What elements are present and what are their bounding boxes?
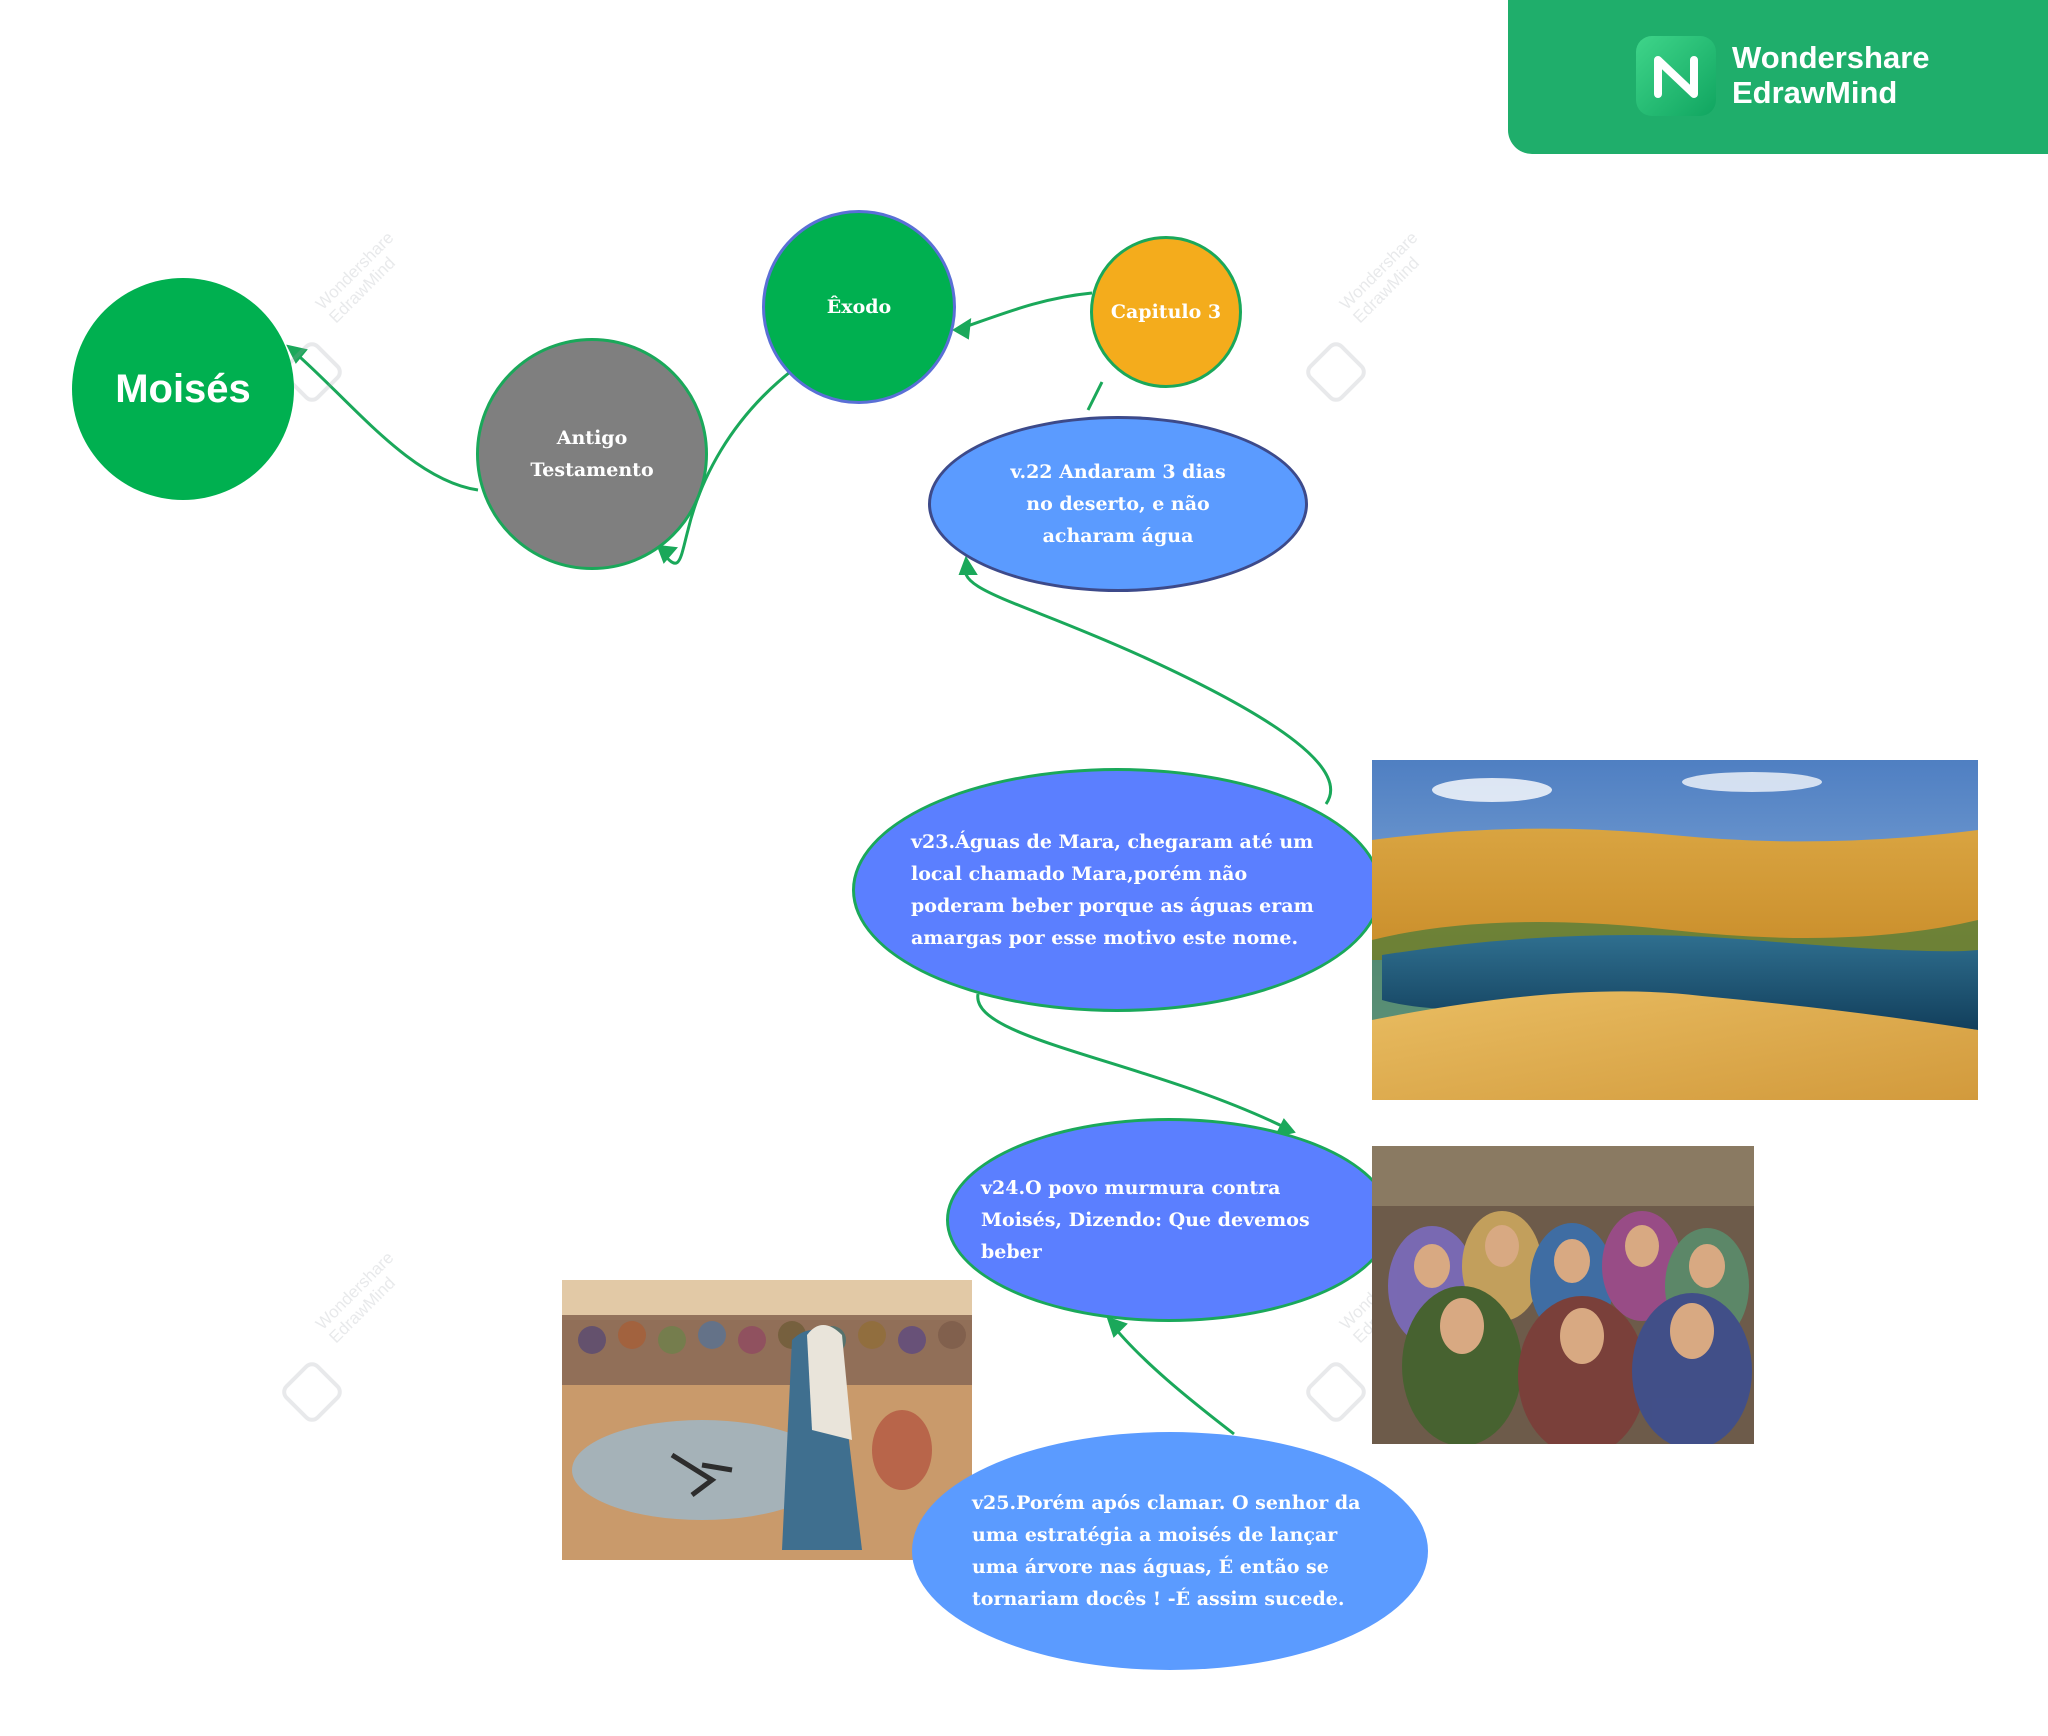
connector-capitulo-to-v22 — [1088, 382, 1102, 410]
node-v25[interactable]: v25.Porém após clamar. O senhor da uma e… — [912, 1432, 1428, 1670]
node-moises[interactable]: Moisés — [72, 278, 294, 500]
node-exodo[interactable]: Êxodo — [762, 210, 956, 404]
arrowhead-antigo — [658, 546, 676, 562]
node-moises-label: Moisés — [115, 367, 251, 412]
node-antigo-testamento[interactable]: Antigo Testamento — [476, 338, 708, 570]
edrawmind-brand-badge: Wondershare EdrawMind — [1508, 0, 2048, 154]
node-v25-label: v25.Porém após clamar. O senhor da uma e… — [972, 1487, 1368, 1615]
connector-capitulo-to-exodo — [956, 293, 1092, 330]
desert-oasis-photo — [1372, 760, 1978, 1100]
connector-v23-to-v22 — [965, 562, 1330, 804]
arrowhead-exodo — [954, 320, 970, 338]
node-v23[interactable]: v23.Águas de Mara, chegaram até um local… — [852, 768, 1382, 1012]
node-exodo-label: Êxodo — [827, 296, 891, 318]
node-antigo-testamento-label: Antigo Testamento — [519, 422, 665, 486]
node-capitulo-label: Capitulo 3 — [1111, 301, 1221, 323]
node-v24-label: v24.O povo murmura contra Moisés, Dizend… — [981, 1172, 1337, 1268]
node-v22-label: v.22 Andaram 3 dias no deserto, e não ac… — [1001, 456, 1235, 552]
brand-name: Wondershare EdrawMind — [1732, 40, 1930, 110]
moses-waters-painting — [562, 1280, 972, 1560]
arrowhead-v25-to-v24 — [1108, 1318, 1126, 1336]
connector-v23-to-v24 — [978, 994, 1290, 1130]
edrawmind-logo-icon — [1636, 36, 1716, 116]
crowd-painting — [1372, 1146, 1754, 1444]
node-v22[interactable]: v.22 Andaram 3 dias no deserto, e não ac… — [928, 416, 1308, 592]
brand-line2: EdrawMind — [1732, 75, 1930, 110]
connector-v25-to-v24 — [1110, 1322, 1234, 1434]
node-capitulo[interactable]: Capitulo 3 — [1090, 236, 1242, 388]
brand-line1: Wondershare — [1732, 40, 1930, 75]
node-v24[interactable]: v24.O povo murmura contra Moisés, Dizend… — [946, 1118, 1392, 1322]
node-v23-label: v23.Águas de Mara, chegaram até um local… — [911, 826, 1323, 954]
